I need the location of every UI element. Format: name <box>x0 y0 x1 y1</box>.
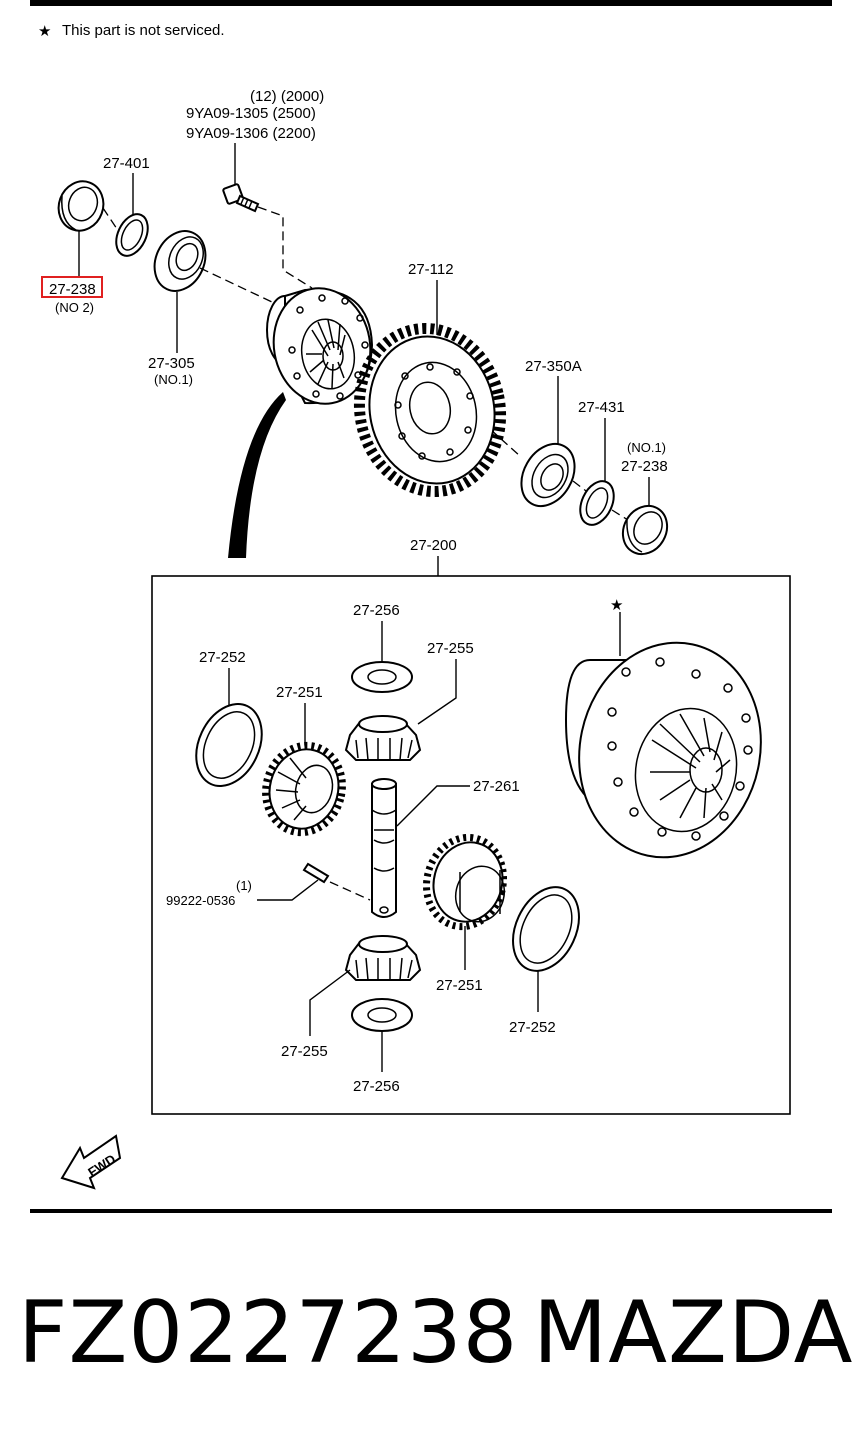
diff-case-upper-icon[interactable] <box>265 281 380 412</box>
shim-right-icon[interactable] <box>574 476 621 530</box>
side-washer-right-icon[interactable] <box>500 876 592 981</box>
pinion-gear-bottom-icon[interactable] <box>344 935 422 981</box>
assembly-arrow-icon <box>228 392 286 558</box>
label-27-256-bottom[interactable]: 27-256 <box>353 1078 400 1095</box>
label-27-431[interactable]: 27-431 <box>578 399 625 416</box>
thrust-washer-top-icon[interactable] <box>351 661 413 693</box>
diff-assembly-box <box>151 575 791 1115</box>
label-27-261[interactable]: 27-261 <box>473 778 520 795</box>
thrust-washer-bottom-icon[interactable] <box>351 998 413 1032</box>
note-text: This part is not serviced. <box>62 22 225 39</box>
pinion-gear-top-icon[interactable] <box>344 715 422 761</box>
oil-seal-right-icon[interactable] <box>614 498 675 562</box>
label-27-238-no1-sub: (NO.1) <box>627 440 666 455</box>
bearing-left-icon[interactable] <box>145 223 215 299</box>
ring-gear-icon[interactable] <box>344 315 515 505</box>
side-gear-left-icon[interactable] <box>256 737 352 842</box>
label-27-112[interactable]: 27-112 <box>408 261 454 278</box>
label-27-238-no2-sub: (NO 2) <box>55 300 94 315</box>
label-99222-0536[interactable]: 99222-0536 <box>166 893 235 908</box>
footer-part-number: FZ0227238 <box>18 1283 519 1383</box>
case-star-icon: ★ <box>610 597 623 614</box>
label-27-252-left[interactable]: 27-252 <box>199 649 246 666</box>
label-27-238-no1[interactable]: 27-238 <box>621 458 668 475</box>
shim-left-icon[interactable] <box>110 209 154 261</box>
label-27-350a[interactable]: 27-350A <box>525 358 582 375</box>
label-27-305[interactable]: 27-305 <box>148 355 195 372</box>
bottom-rule <box>30 1209 832 1213</box>
label-pin-qty: (1) <box>236 878 252 893</box>
label-27-251-left[interactable]: 27-251 <box>276 684 323 701</box>
pinion-shaft-icon[interactable] <box>371 778 397 918</box>
label-27-251-right[interactable]: 27-251 <box>436 977 483 994</box>
bearing-right-icon[interactable] <box>511 434 586 515</box>
label-bolt-qty: (12) (2000) <box>250 88 324 105</box>
diff-case-lower-icon[interactable] <box>560 626 781 875</box>
footer-brand: MAZDA <box>533 1283 854 1383</box>
lock-pin-icon[interactable] <box>302 862 330 884</box>
side-washer-left-icon[interactable] <box>184 693 275 796</box>
label-bolt-pn-2[interactable]: 9YA09-1306 (2200) <box>186 125 316 142</box>
label-27-401[interactable]: 27-401 <box>103 155 150 172</box>
label-27-305-sub: (NO.1) <box>154 372 193 387</box>
oil-seal-left-icon[interactable] <box>52 175 110 237</box>
fwd-arrow-icon: FWD <box>60 1134 122 1190</box>
label-27-200[interactable]: 27-200 <box>410 537 457 554</box>
side-gear-right-icon[interactable] <box>417 829 514 936</box>
label-27-252-right[interactable]: 27-252 <box>509 1019 556 1036</box>
top-rule <box>30 0 832 6</box>
ring-gear-bolt-icon[interactable] <box>222 183 260 213</box>
label-27-238-no2[interactable]: 27-238 <box>49 281 96 298</box>
label-27-255-top[interactable]: 27-255 <box>427 640 474 657</box>
label-27-256-top[interactable]: 27-256 <box>353 602 400 619</box>
label-bolt-pn-1[interactable]: 9YA09-1305 (2500) <box>186 105 316 122</box>
label-27-255-bottom[interactable]: 27-255 <box>281 1043 328 1060</box>
highlight-box <box>41 276 103 298</box>
note-star: ★ <box>38 23 51 40</box>
